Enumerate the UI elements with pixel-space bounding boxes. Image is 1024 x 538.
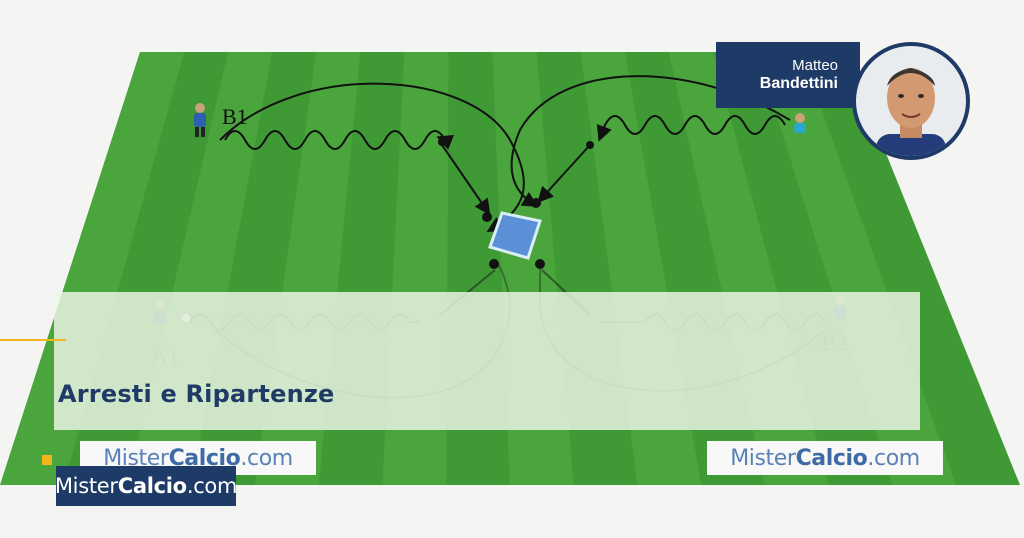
author-avatar [852, 42, 970, 160]
player-b1: B1 [194, 103, 248, 137]
player-b2-top [794, 113, 806, 133]
page-title: Arresti e Ripartenze [58, 380, 335, 408]
avatar-portrait [856, 46, 966, 156]
author-card: Matteo Bandettini [716, 42, 860, 108]
player-label-b1: B1 [222, 104, 248, 129]
pitch-stripe [0, 52, 185, 485]
accent-square [42, 455, 52, 465]
title-band [54, 292, 920, 430]
author-first-name: Matteo [792, 57, 838, 74]
centre-square [488, 211, 542, 260]
cone-markers [438, 138, 594, 269]
author-last-name: Bandettini [759, 75, 838, 92]
accent-line [0, 339, 66, 341]
